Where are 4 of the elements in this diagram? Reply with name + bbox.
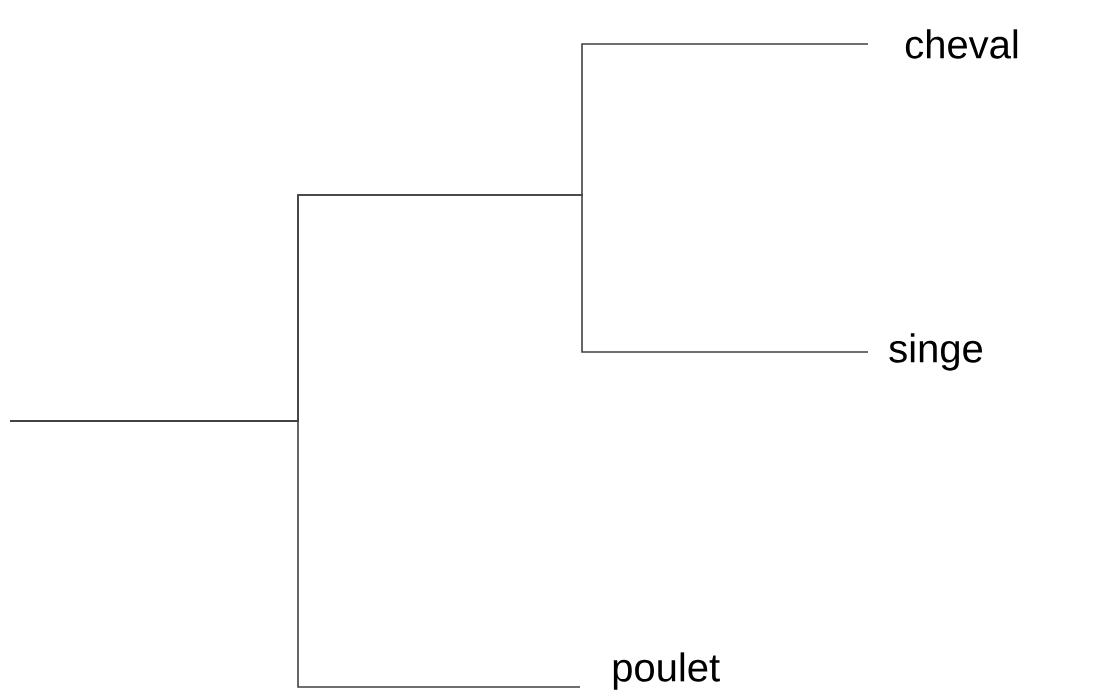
tree-branch [9,420,581,688]
leaf-label: poulet [613,652,720,690]
leaf-label: singe [889,333,983,371]
leaf-label: cheval [905,29,1018,59]
